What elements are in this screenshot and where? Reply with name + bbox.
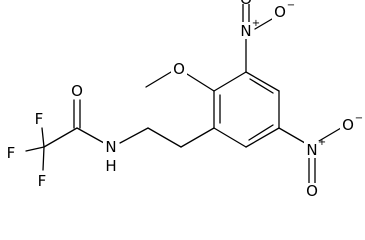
structure-diagram: F F F O N H O N + O O − N + O − O <box>4 0 364 198</box>
charge-nitro-right-n-plus: + <box>318 137 326 148</box>
molecule-drawing: F F F O N H O N + O O − N + O − O <box>4 0 364 198</box>
bond-ring-ome <box>186 73 215 92</box>
bond-ring-2-3 <box>213 71 247 92</box>
atom-amide-n: N <box>105 138 116 156</box>
bond-n-ch2 <box>119 127 149 144</box>
atom-f-bottom: F <box>38 172 47 190</box>
bond-carbonyl-n <box>76 127 105 144</box>
bond-ring-nitro-right <box>278 127 306 144</box>
charge-nitro-top-o-minus: − <box>287 0 295 11</box>
bond-ring-6-1 <box>213 127 247 148</box>
atom-labels: F F F O N H O N + O O − N + O − O <box>4 0 363 198</box>
charge-nitro-right-o-minus: − <box>355 113 363 124</box>
atom-carbonyl-o: O <box>71 82 83 100</box>
bond-o-methyl <box>145 71 172 88</box>
bond-ch2-ch2 <box>147 127 182 148</box>
bond-ch2-ring <box>180 127 215 148</box>
bond-cf3-f-left <box>25 146 45 152</box>
atom-nitro-right-o1: O <box>342 116 354 134</box>
bond-ring-5-6 <box>245 127 280 148</box>
bond-nitro-right-o-single <box>318 127 342 142</box>
charge-nitro-top-n-plus: + <box>252 18 260 29</box>
atom-f-top: F <box>35 110 44 128</box>
bond-cf3-carbonyl <box>43 127 78 148</box>
atom-nitro-top-o2: O <box>274 3 286 21</box>
bond-cf3-f-top <box>41 127 45 148</box>
atom-methoxy-o: O <box>173 60 185 78</box>
bond-ring-3-4 <box>245 71 280 92</box>
atom-nitro-top-n: N <box>240 22 251 40</box>
atom-nitro-right-n: N <box>306 141 317 159</box>
atom-nitro-top-o1: O <box>240 0 252 8</box>
bond-ring-inner-2 <box>249 78 274 94</box>
atom-f-left: F <box>7 144 16 162</box>
atom-amide-h: H <box>105 157 116 175</box>
bond-ring-inner-3 <box>248 124 274 141</box>
bonds <box>25 1 342 184</box>
atom-nitro-right-o2: O <box>306 182 318 198</box>
bond-nitro-top-o-single <box>254 18 273 30</box>
bond-cf3-f-bottom <box>42 146 45 171</box>
